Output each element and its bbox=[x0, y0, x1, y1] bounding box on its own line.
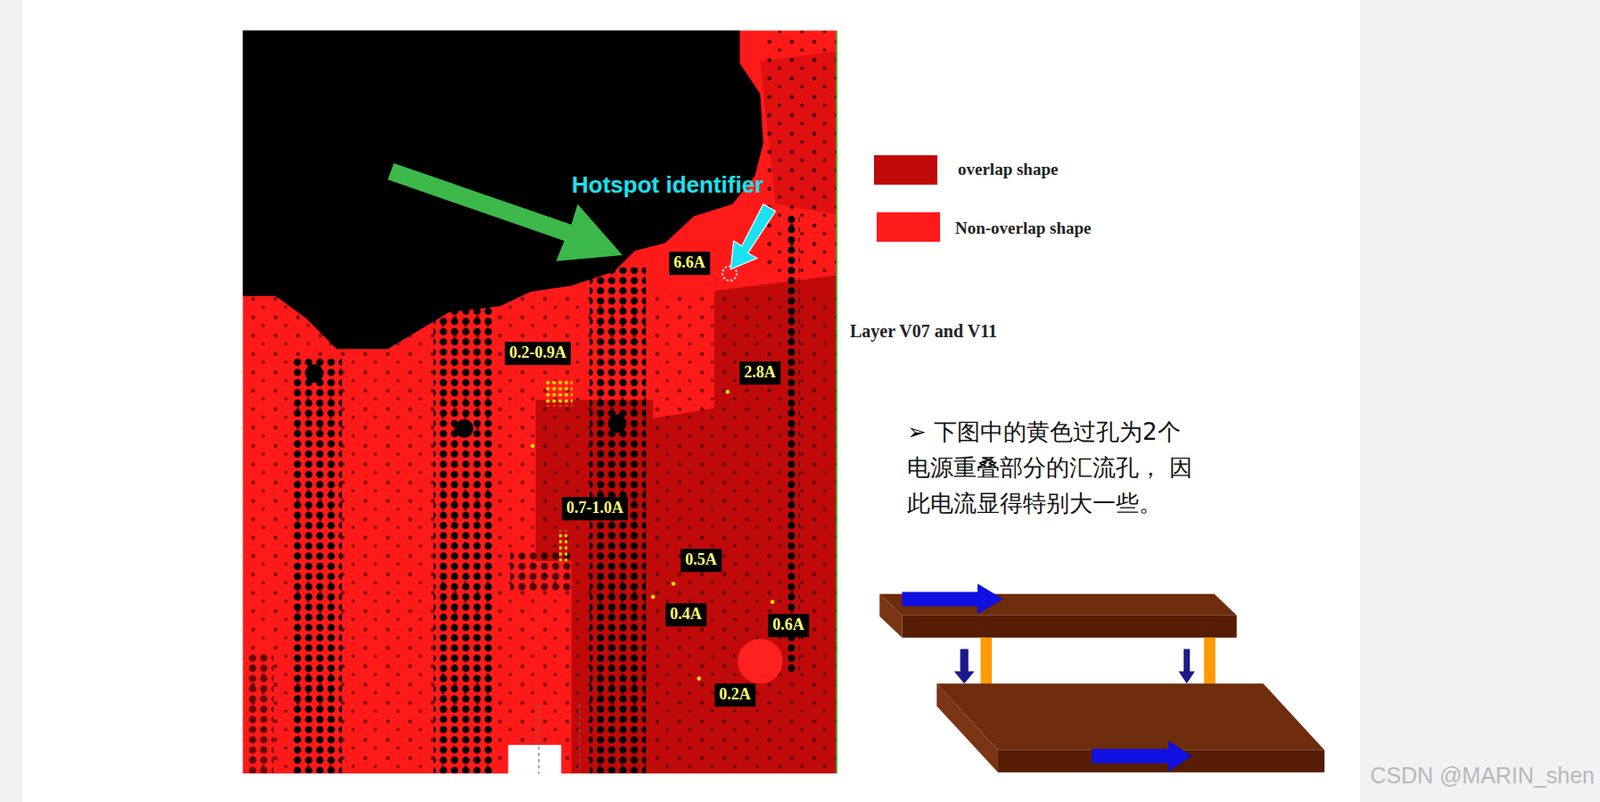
callout-number: 0.2A bbox=[714, 683, 756, 707]
watermark: CSDN @MARIN_shen bbox=[1369, 762, 1595, 789]
callout-number: 0.6A bbox=[767, 613, 809, 637]
callout-number: 0.4A bbox=[665, 602, 707, 627]
legend-text: Non-overlap shape bbox=[955, 218, 1092, 239]
hotspot-label: Hotspot identifier bbox=[571, 171, 764, 199]
layer-label: Layer V07 and V11 bbox=[849, 321, 998, 342]
legend-text: overlap shape bbox=[957, 159, 1058, 180]
legend-swatch bbox=[874, 155, 938, 185]
callout-number: 2.8A bbox=[739, 361, 781, 385]
callout-number: 6.6A bbox=[668, 251, 710, 275]
callout-number: 0.5A bbox=[680, 548, 722, 572]
callout-number: 0.2-0.9A bbox=[504, 341, 571, 365]
note-text: ➢ 下图中的黄色过孔为2个 电源重叠部分的汇流孔， 因此电流显得特别大一些。 bbox=[907, 413, 1195, 521]
callout-number: 0.7-1.0A bbox=[561, 496, 628, 520]
legend-swatch bbox=[876, 212, 941, 242]
